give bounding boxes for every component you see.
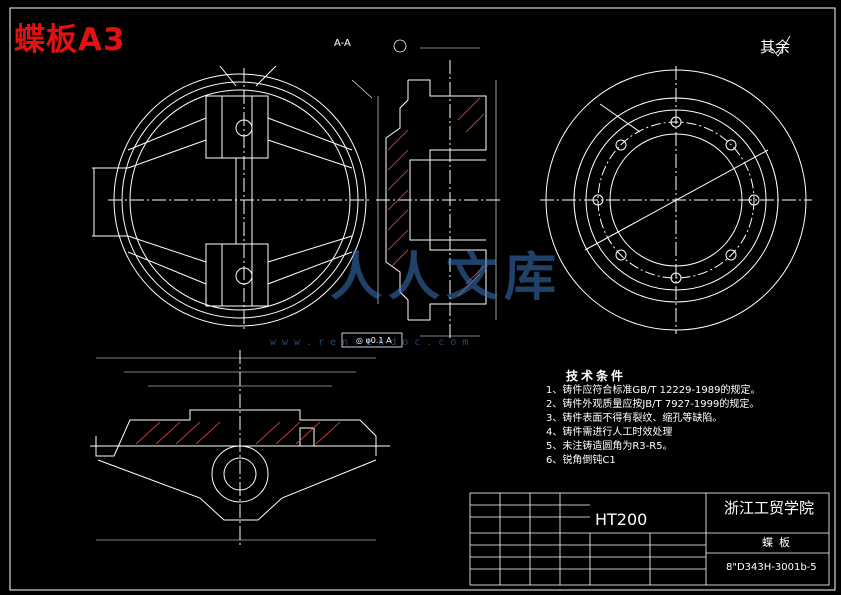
bottom-view bbox=[90, 350, 390, 548]
tolerance-frame bbox=[341, 35, 791, 348]
tech-list: 1、铸件应符合标准GB/T 12229-1989的规定。 2、铸件外观质量应按J… bbox=[546, 384, 761, 468]
watermark-url: www.renrendoc.com bbox=[270, 337, 475, 348]
material-label: HT200 bbox=[595, 510, 648, 529]
dimension-lines bbox=[96, 47, 497, 541]
tech-item: 6、锐角倒钝C1 bbox=[546, 455, 616, 466]
school-name: 浙江工贸学院 bbox=[724, 499, 815, 517]
title-block bbox=[469, 492, 830, 586]
section-label: A-A bbox=[334, 38, 351, 49]
drawing-number: 8"D343H-3001b-5 bbox=[726, 562, 817, 573]
tech-item: 3、铸件表面不得有裂纹、缩孔等缺陷。 bbox=[546, 413, 723, 424]
bottom-hatch bbox=[135, 421, 341, 445]
part-name: 蝶板 bbox=[762, 536, 796, 549]
tech-item: 1、铸件应符合标准GB/T 12229-1989的规定。 bbox=[546, 385, 761, 396]
tech-item: 4、铸件需进行人工时效处理 bbox=[546, 427, 673, 438]
flange-view bbox=[540, 66, 812, 334]
tolerance-text: ◎ φ0.1 A bbox=[356, 336, 392, 345]
section-view bbox=[376, 60, 500, 338]
tech-heading: 技术条件 bbox=[566, 369, 627, 383]
drawing-tag: 蝶板A3 bbox=[14, 22, 126, 58]
surface-finish-note: 其余 bbox=[760, 38, 791, 56]
section-hatch bbox=[387, 97, 485, 297]
watermark-logo: 人人文库 bbox=[330, 248, 563, 308]
tech-item: 2、铸件外观质量应按JB/T 7927-1999的规定。 bbox=[546, 399, 760, 410]
tech-item: 5、未注铸造圆角为R3-R5。 bbox=[546, 441, 673, 452]
drawing-frame bbox=[9, 7, 836, 591]
front-view bbox=[92, 65, 372, 330]
